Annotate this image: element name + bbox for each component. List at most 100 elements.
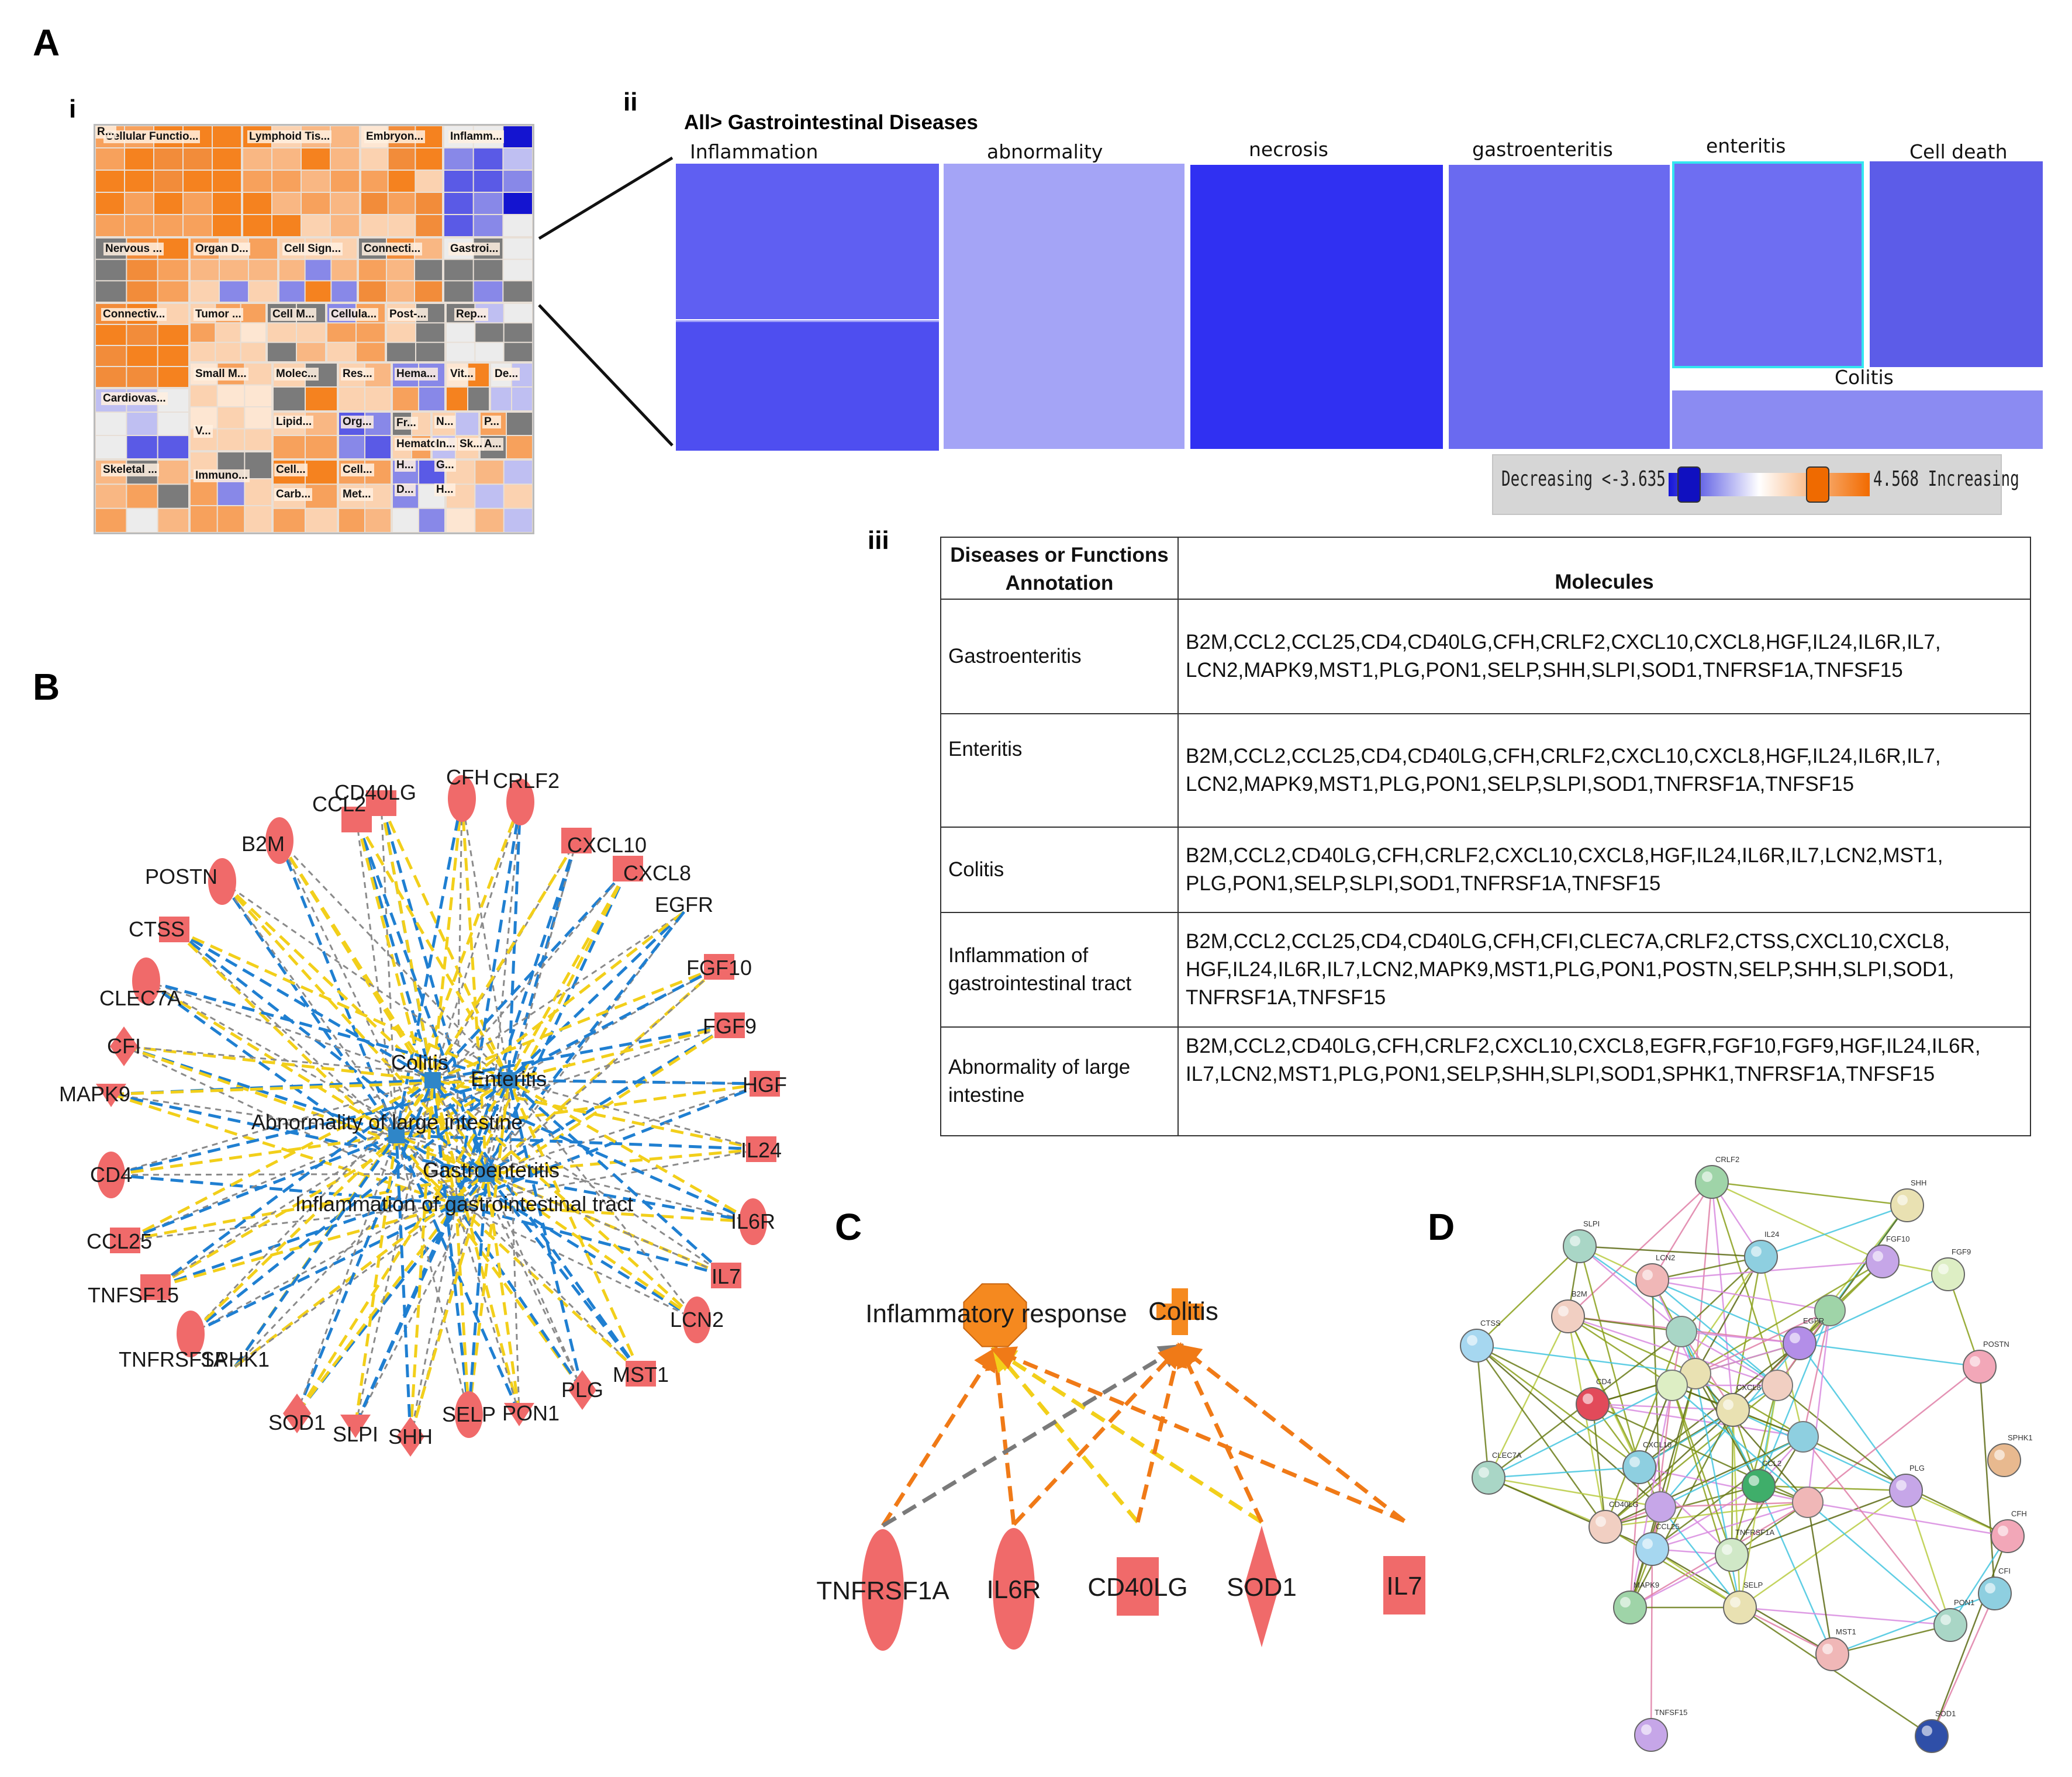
treemap-cell[interactable] [331, 215, 359, 236]
treemap-category-label[interactable]: N... [434, 416, 455, 428]
treemap-cell[interactable] [507, 436, 532, 458]
gene-node[interactable] [448, 775, 476, 822]
treemap-cell[interactable] [361, 193, 388, 214]
treemap-cell[interactable] [125, 215, 153, 236]
protein-node[interactable] [1634, 1718, 1668, 1752]
gene-node[interactable] [613, 856, 643, 881]
protein-node[interactable] [1742, 1469, 1776, 1503]
gene-node[interactable] [283, 1394, 311, 1433]
gene-node[interactable] [739, 1198, 767, 1245]
treemap-cell[interactable] [468, 388, 489, 410]
protein-node[interactable] [1622, 1450, 1656, 1484]
treemap-category-label[interactable]: Organ D... [194, 243, 250, 255]
treemap-cell[interactable] [331, 171, 359, 192]
treemap-cell[interactable] [96, 485, 126, 508]
treemap-cell[interactable] [302, 171, 330, 192]
treemap-category-label[interactable]: Vit... [448, 368, 475, 381]
treemap-category-label[interactable]: Connecti... [362, 243, 423, 255]
gene-node[interactable] [455, 1391, 483, 1438]
gene-node[interactable] [132, 957, 160, 1004]
treemap-cell[interactable] [243, 193, 271, 214]
treemap-cell[interactable] [302, 148, 330, 170]
block-enteritis[interactable] [1672, 161, 1864, 368]
treemap-category-label[interactable]: Sk... [458, 438, 485, 451]
treemap-cell[interactable] [305, 260, 331, 281]
protein-node[interactable] [1551, 1299, 1585, 1333]
gene-node[interactable] [110, 1228, 140, 1253]
treemap-cell[interactable] [127, 281, 157, 302]
treemap-cell[interactable] [245, 479, 271, 505]
treemap-cell[interactable] [387, 343, 415, 361]
gene-node[interactable] [504, 1403, 534, 1426]
treemap-category-label[interactable]: Cell M... [271, 308, 316, 321]
treemap-cell[interactable] [245, 385, 271, 407]
treemap-cell[interactable] [191, 385, 217, 407]
protein-node[interactable] [1635, 1263, 1669, 1297]
treemap-cell[interactable] [272, 193, 301, 214]
treemap-category-label[interactable]: Cardiovas... [101, 392, 168, 405]
treemap-cell[interactable] [158, 325, 188, 345]
treemap-cell[interactable] [96, 346, 126, 366]
hub-node[interactable] [424, 1072, 441, 1088]
treemap-cell[interactable] [387, 323, 415, 342]
treemap-cell[interactable] [217, 479, 244, 505]
treemap-cell[interactable] [302, 193, 330, 214]
treemap-cell[interactable] [127, 509, 157, 532]
treemap-category-label[interactable]: Immuno... [194, 469, 250, 482]
treemap-cell[interactable] [327, 323, 355, 342]
block-necrosis[interactable] [1190, 165, 1443, 449]
protein-node[interactable] [1744, 1240, 1778, 1274]
gene-node[interactable] [993, 1528, 1035, 1650]
treemap-cell[interactable] [191, 407, 217, 428]
gene-node[interactable] [568, 1370, 596, 1410]
treemap-category-label[interactable]: Post-... [388, 308, 429, 321]
treemap-cell[interactable] [249, 281, 277, 302]
treemap-cell[interactable] [331, 148, 359, 170]
gene-node[interactable] [704, 954, 734, 980]
treemap-cell[interactable] [245, 452, 271, 478]
treemap-cell[interactable] [191, 343, 215, 361]
treemap-cell[interactable] [217, 385, 244, 407]
gene-node[interactable] [506, 779, 534, 825]
treemap-cell[interactable] [331, 260, 357, 281]
protein-node[interactable] [1576, 1387, 1610, 1421]
treemap-cell[interactable] [504, 323, 532, 342]
gene-node[interactable] [626, 1361, 656, 1387]
treemap-category-label[interactable]: Small M... [194, 368, 248, 381]
treemap-cell[interactable] [96, 436, 126, 458]
treemap-cell[interactable] [503, 238, 532, 259]
protein-node[interactable] [1783, 1326, 1817, 1360]
treemap-cell[interactable] [444, 148, 473, 170]
treemap-cell[interactable] [96, 260, 126, 281]
protein-node[interactable] [1666, 1316, 1697, 1347]
treemap-cell[interactable] [444, 260, 473, 281]
treemap-cell[interactable] [357, 323, 385, 342]
treemap-cell[interactable] [302, 215, 330, 236]
gene-node[interactable] [159, 917, 189, 942]
treemap-category-label[interactable]: Gastroi... [448, 243, 500, 255]
hub-node[interactable] [478, 1166, 495, 1182]
protein-node[interactable] [1963, 1350, 1997, 1384]
treemap-cell[interactable] [306, 436, 337, 458]
treemap-category-label[interactable]: H... [434, 483, 455, 496]
treemap-cell[interactable] [96, 148, 124, 170]
treemap-cell[interactable] [444, 215, 473, 236]
treemap-cell[interactable] [154, 171, 182, 192]
treemap-category-label[interactable]: Hema... [395, 368, 438, 381]
treemap-cell[interactable] [387, 260, 414, 281]
treemap-cell[interactable] [216, 343, 240, 361]
treemap-cell[interactable] [474, 260, 503, 281]
treemap-category-label[interactable]: H... [395, 459, 416, 472]
treemap-cell[interactable] [268, 343, 296, 361]
treemap-cell[interactable] [297, 323, 325, 342]
protein-node[interactable] [1613, 1591, 1647, 1624]
treemap-cell[interactable] [96, 215, 124, 236]
protein-node[interactable] [1792, 1486, 1824, 1518]
treemap-cell[interactable] [503, 260, 532, 281]
treemap-category-label[interactable]: D... [395, 483, 416, 496]
gene-node[interactable] [750, 1071, 780, 1097]
treemap-cell[interactable] [217, 429, 244, 451]
treemap-cell[interactable] [191, 323, 215, 342]
treemap-cell[interactable] [127, 325, 157, 345]
treemap-cell[interactable] [127, 367, 157, 387]
